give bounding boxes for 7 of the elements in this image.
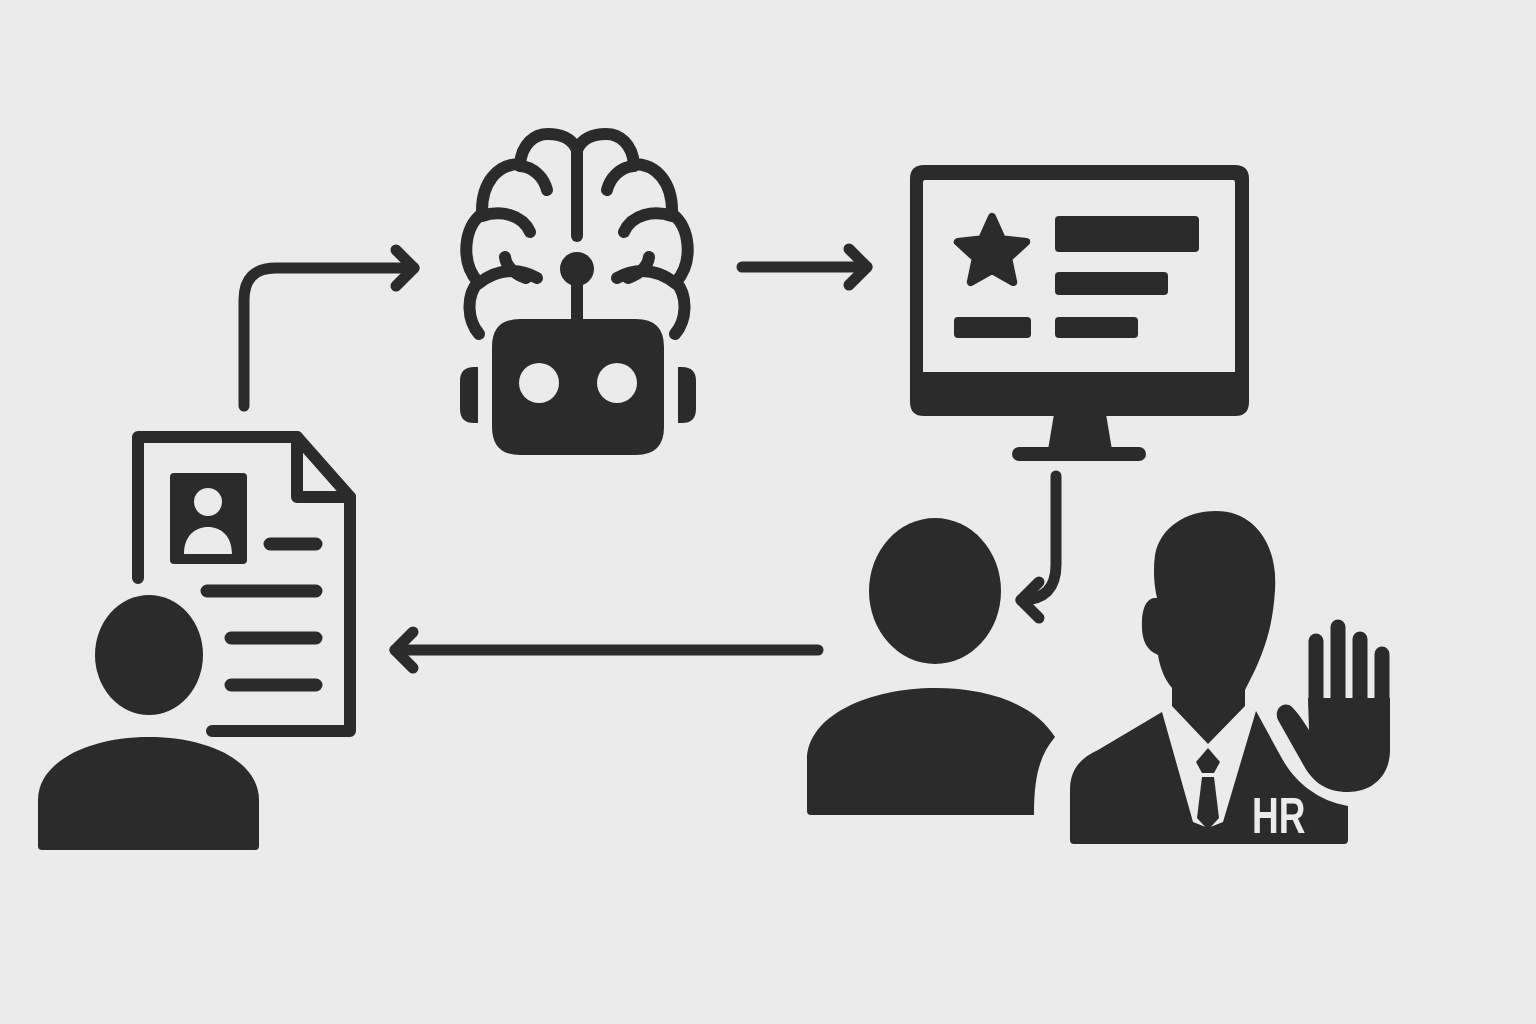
- arrow: [238, 244, 420, 412]
- arrow: [736, 243, 873, 291]
- suit-label: HR: [1252, 791, 1306, 841]
- arrow: [389, 626, 824, 674]
- person-silhouette: [804, 515, 1058, 817]
- arrow: [1015, 470, 1062, 623]
- person-with-resume-illustration: [36, 428, 358, 852]
